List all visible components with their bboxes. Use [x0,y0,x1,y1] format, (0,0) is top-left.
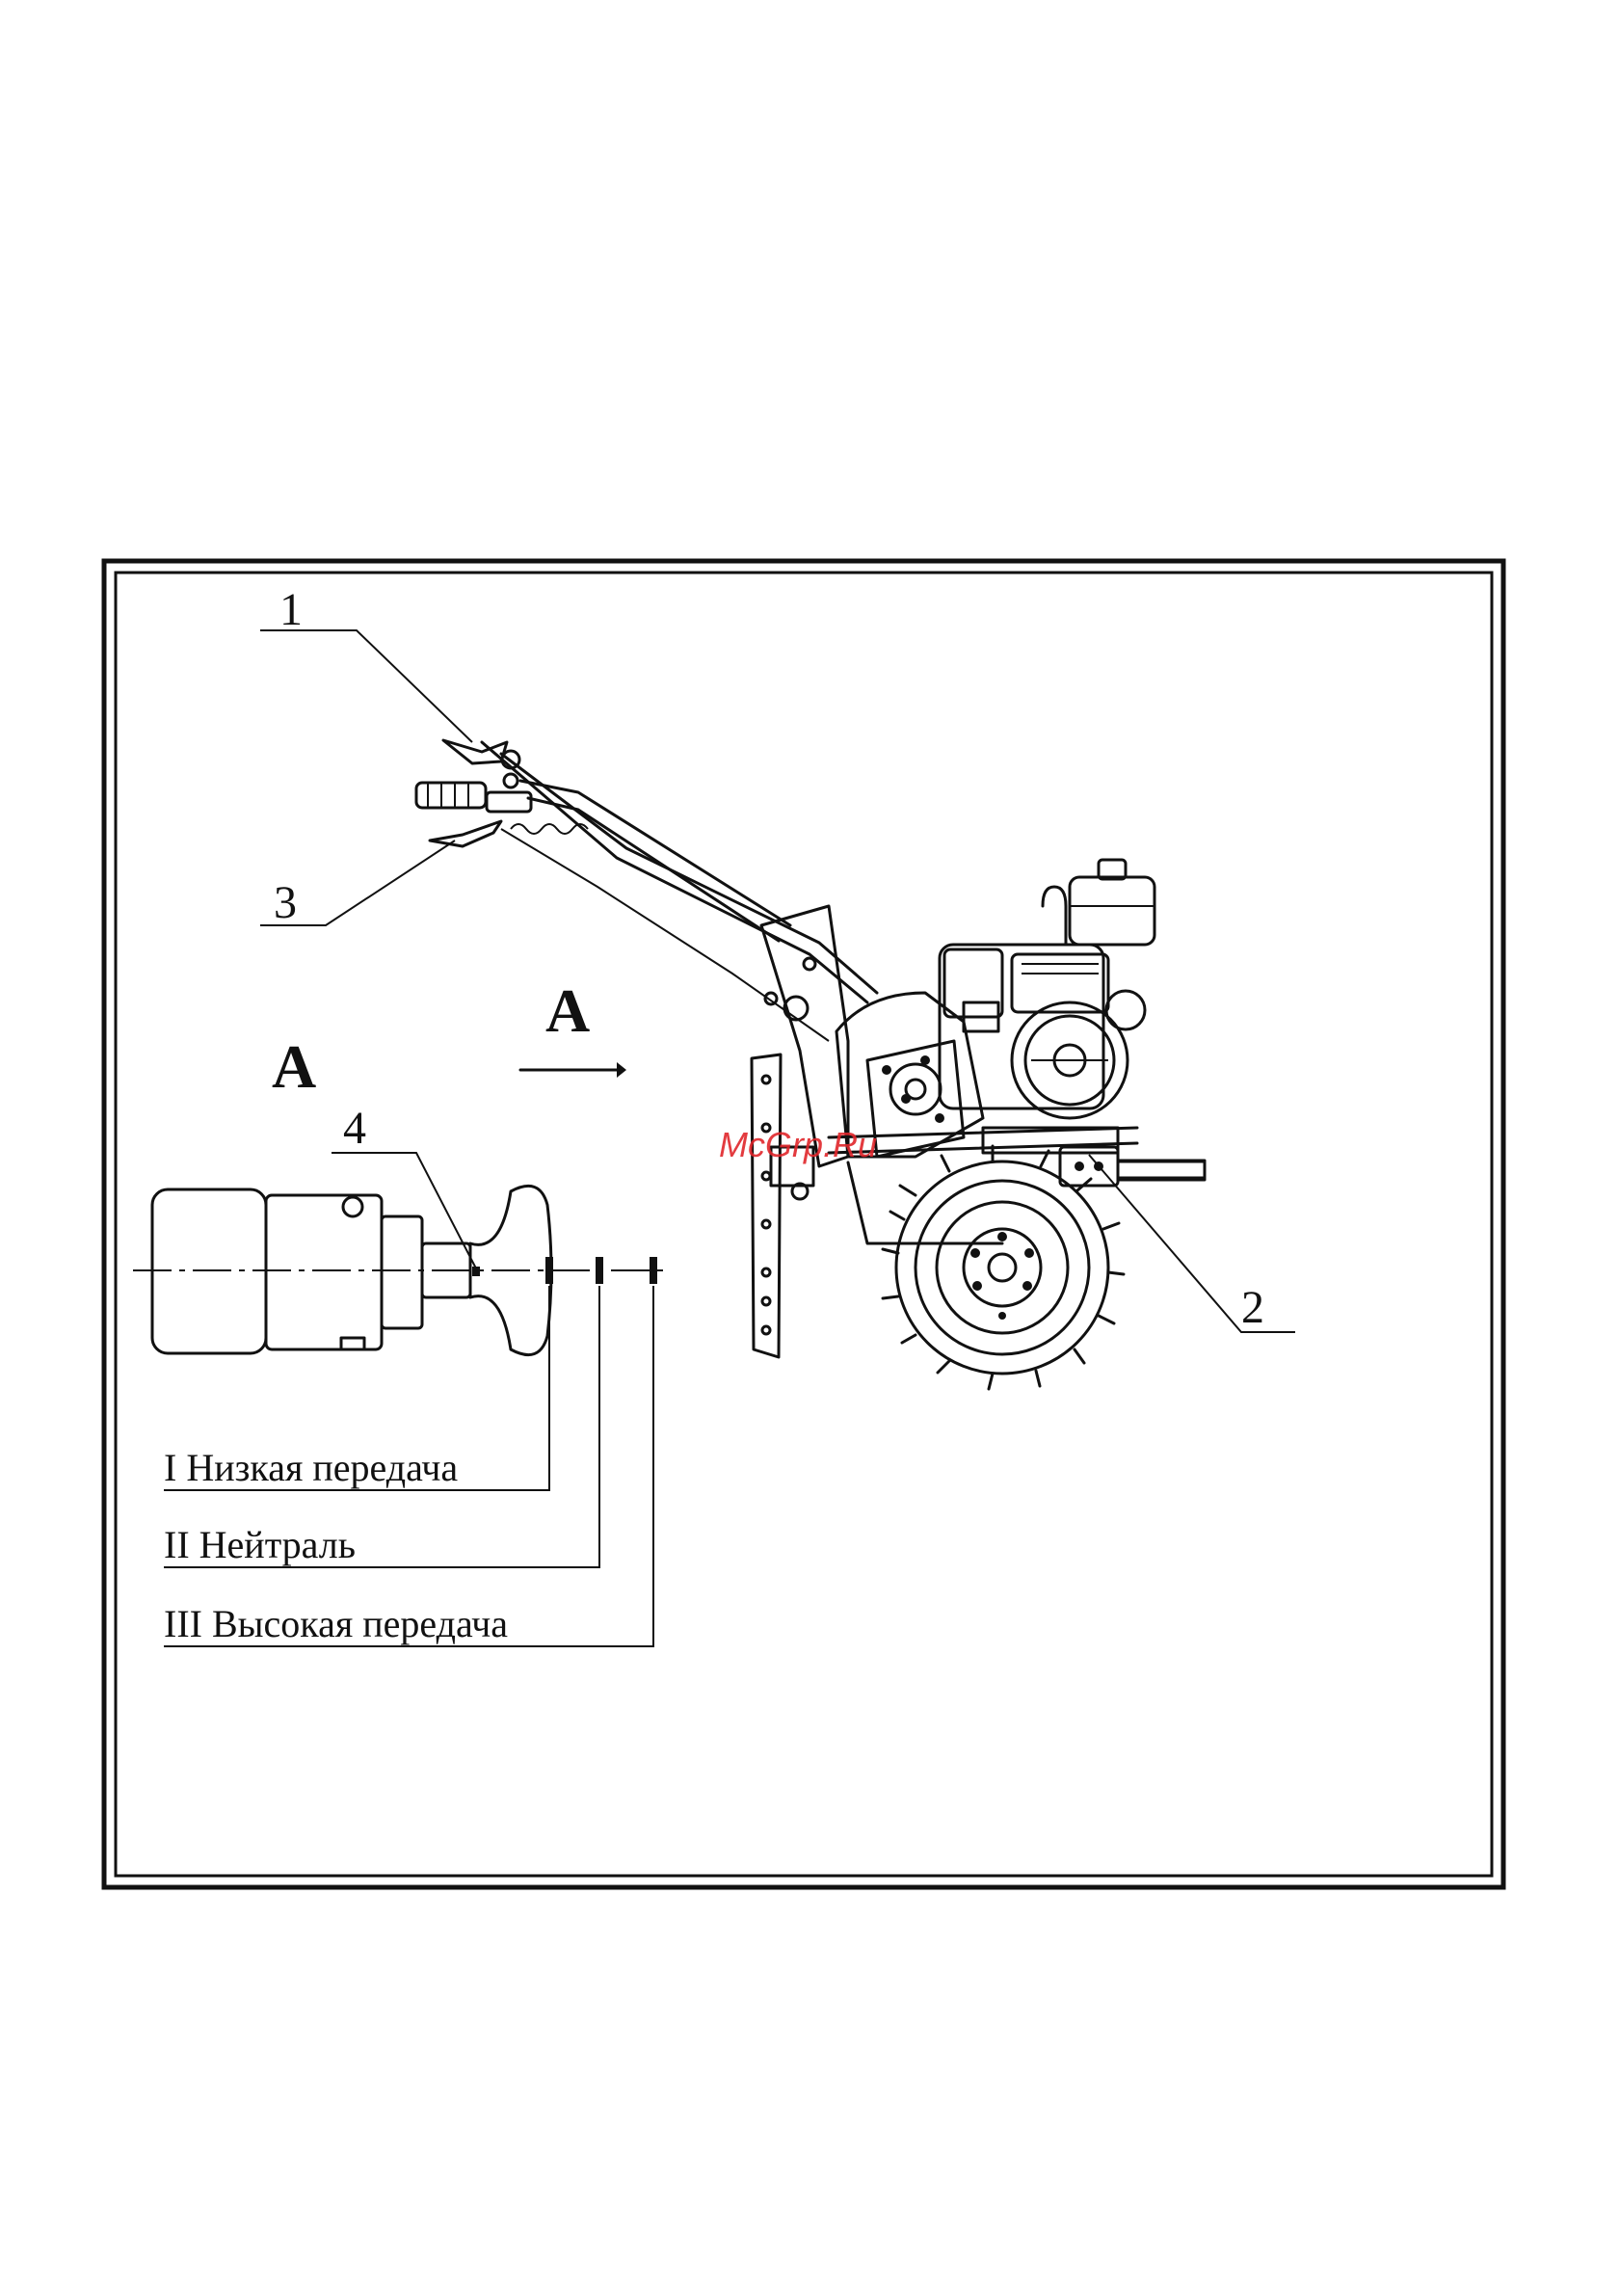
view-arrow-label: A [545,976,590,1045]
engine [940,860,1155,1153]
gear-high-label: III Высокая передача [164,1602,508,1645]
callout-4: 4 [343,1103,366,1154]
cultivator-side-view [416,740,1205,1389]
mark-neutral [596,1257,603,1284]
handlebar [416,740,877,1041]
mark-low-gear [545,1257,553,1284]
watermark: McGrp.Ru [719,1125,877,1164]
callout-1: 1 [279,584,303,635]
callout-3: 3 [274,877,297,928]
coulter [752,1055,813,1357]
wheel [883,1146,1124,1389]
view-a-title: A [272,1032,316,1101]
gear-low-label: I Низкая передача [164,1446,458,1489]
callout-2: 2 [1241,1282,1264,1333]
mark-high-gear [650,1257,657,1284]
view-a-detail [133,1186,665,1646]
gear-neutral-label: II Нейтраль [164,1523,356,1566]
view-arrow [520,1062,626,1078]
figure-frame [104,561,1503,1887]
